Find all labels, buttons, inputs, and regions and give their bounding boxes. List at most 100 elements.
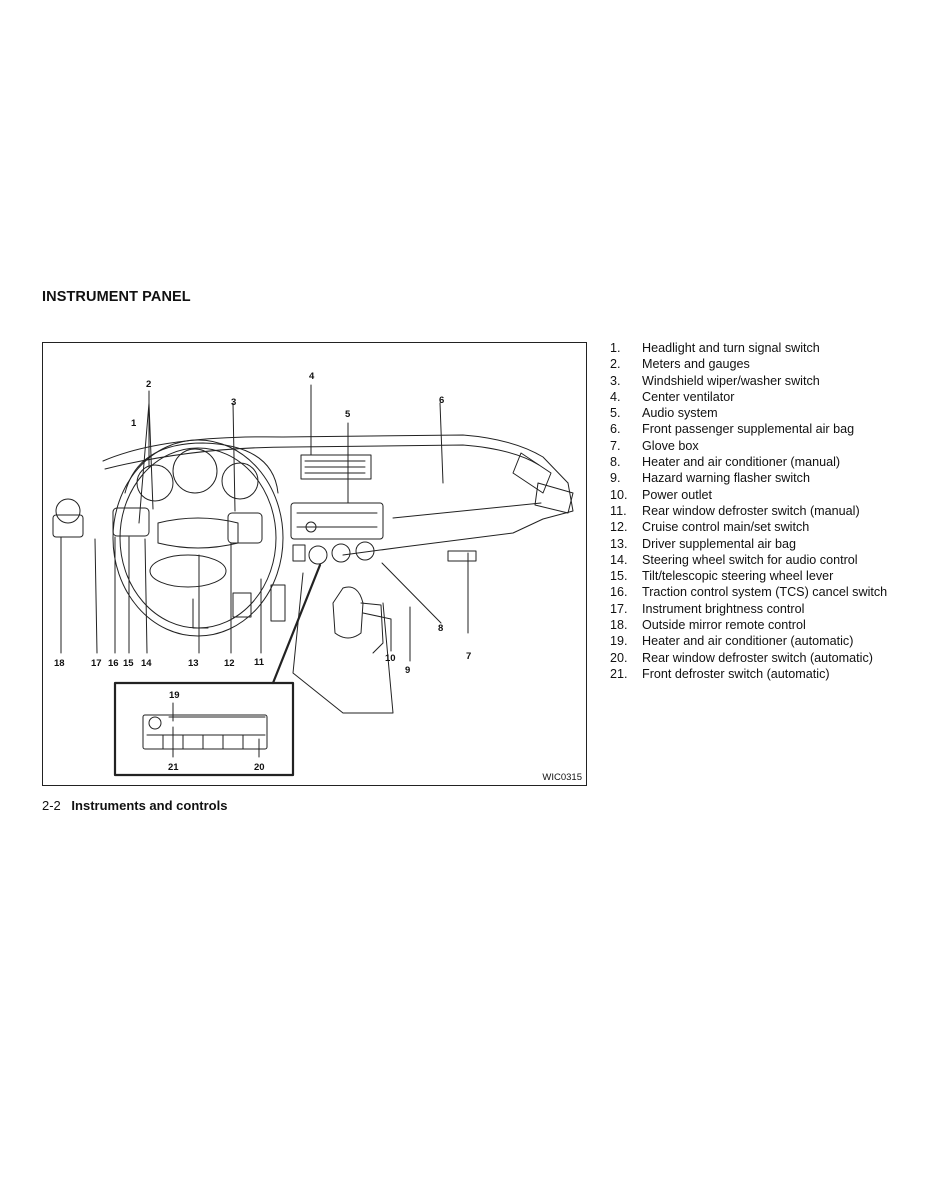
legend-item: 6.Front passenger supplemental air bag xyxy=(610,421,900,437)
steering-wheel-outer xyxy=(112,439,284,637)
legend-item: 15. Tilt/telescopic steering wheel lever xyxy=(610,568,900,584)
column xyxy=(192,598,209,629)
callout-17: 17 xyxy=(91,658,102,669)
legend-text: Cruise control main/set switch xyxy=(642,520,810,535)
legend-item: 13. Driver supplemental air bag xyxy=(610,536,900,552)
legend-text: Rear window defroster switch (automatic) xyxy=(642,650,873,665)
console-panel xyxy=(270,584,286,622)
legend-item: 11. Rear window defroster switch (manual) xyxy=(610,503,900,519)
legend-text: Instrument brightness control xyxy=(642,601,805,616)
callout-14: 14 xyxy=(141,658,152,669)
dashboard-right-edge xyxy=(342,482,574,556)
legend-number: 14. xyxy=(610,552,628,567)
right-vent xyxy=(534,482,574,514)
legend-text: Center ventilator xyxy=(642,389,735,404)
legend-number: 19. xyxy=(610,634,628,649)
legend-text: Driver supplemental air bag xyxy=(642,536,796,551)
meter-left xyxy=(136,464,174,502)
dashboard-top-line xyxy=(102,434,569,484)
meter-center xyxy=(172,448,218,494)
legend-text: Hazard warning flasher switch xyxy=(642,471,810,486)
legend-text: Traction control system (TCS) cancel swi… xyxy=(642,585,888,600)
legend-item: 17. Instrument brightness control xyxy=(610,601,900,617)
callout-10: 10 xyxy=(385,653,396,664)
shift-knob xyxy=(332,586,364,639)
legend-number: 4. xyxy=(610,389,621,404)
legend-item: 5.Audio system xyxy=(610,405,900,421)
page-footer: 2-2 Instruments and controls xyxy=(42,798,227,813)
legend-number: 1. xyxy=(610,341,621,355)
callout-16: 16 xyxy=(108,658,119,669)
legend-item: 16. Traction control system (TCS) cancel … xyxy=(610,584,900,600)
callout-5: 5 xyxy=(345,409,351,420)
legend-number: 21. xyxy=(610,666,628,681)
passenger-dash-line xyxy=(392,502,542,519)
footer-section-title: Instruments and controls xyxy=(71,798,228,813)
legend-number: 18. xyxy=(610,618,628,633)
legend-number: 2. xyxy=(610,357,621,372)
callout-18: 18 xyxy=(54,658,65,669)
legend-text: Steering wheel switch for audio control xyxy=(642,552,858,567)
legend-number: 12. xyxy=(610,520,628,535)
hvac-knob-3 xyxy=(355,541,375,561)
legend-number: 17. xyxy=(610,601,628,616)
legend-number: 5. xyxy=(610,406,621,421)
legend-text: Outside mirror remote control xyxy=(642,618,806,633)
legend-item: 2.Meters and gauges xyxy=(610,356,900,372)
legend-item: 12. Cruise control main/set switch xyxy=(610,519,900,535)
meter-hood xyxy=(124,442,279,494)
section-title: INSTRUMENT PANEL xyxy=(42,289,191,305)
legend-number: 11. xyxy=(610,503,627,518)
switch-cluster-left xyxy=(112,507,150,537)
legend-item: 8.Heater and air conditioner (manual) xyxy=(610,454,900,470)
legend-number: 9. xyxy=(610,471,621,486)
dashboard-top-inner xyxy=(104,444,540,470)
callout-8: 8 xyxy=(438,623,443,634)
legend-text: Windshield wiper/washer switch xyxy=(642,373,820,388)
callout-12: 12 xyxy=(224,658,235,669)
legend-item: 21.Front defroster switch (automatic) xyxy=(610,666,900,682)
legend-item: 19.Heater and air conditioner (automatic… xyxy=(610,633,900,649)
callout-4: 4 xyxy=(309,371,315,382)
callout-1: 1 xyxy=(131,418,137,429)
footer-page-number: 2-2 xyxy=(42,798,61,813)
callout-3: 3 xyxy=(231,397,236,408)
mirror-pod xyxy=(52,514,84,538)
legend-number: 16. xyxy=(610,585,628,600)
console-side xyxy=(360,602,384,654)
hazard-switch xyxy=(292,544,306,562)
right-vent-top xyxy=(512,452,552,494)
legend-item: 9. Hazard warning flasher switch xyxy=(610,470,900,486)
inset-box xyxy=(113,681,295,777)
legend-number: 3. xyxy=(610,373,621,388)
legend-number: 8. xyxy=(610,455,621,470)
legend-item: 3. Windshield wiper/washer switch xyxy=(610,373,900,389)
callout-20: 20 xyxy=(254,762,265,773)
instrument-panel-illustration: 2 1 3 4 5 6 7 8 9 10 11 12 13 14 15 16 1… xyxy=(52,371,574,777)
legend-text: Headlight and turn signal switch xyxy=(642,341,820,355)
callout-15: 15 xyxy=(123,658,134,669)
legend-item: 4. Center ventilator xyxy=(610,389,900,405)
airbag-pad xyxy=(149,554,227,588)
legend-text: Front passenger supplemental air bag xyxy=(642,422,855,437)
hvac-knob-2 xyxy=(331,543,351,563)
callout-11: 11 xyxy=(254,657,265,668)
legend-text: Rear window defroster switch (manual) xyxy=(642,503,860,518)
callout-6: 6 xyxy=(439,395,444,406)
legend-number: 10. xyxy=(610,487,628,502)
glove-box-handle xyxy=(447,550,477,562)
legend-number: 13. xyxy=(610,536,628,551)
callout-9: 9 xyxy=(405,665,410,676)
legend-item: 7. Glove box xyxy=(610,438,900,454)
center-console xyxy=(292,572,394,714)
legend-number: 7. xyxy=(610,438,621,453)
legend-text: Glove box xyxy=(642,438,699,453)
callout-13: 13 xyxy=(188,658,199,669)
legend-number: 15. xyxy=(610,569,628,584)
legend-text: Tilt/telescopic steering wheel lever xyxy=(642,569,834,584)
hvac-knob-1 xyxy=(308,545,328,565)
legend-item: 1. Headlight and turn signal switch xyxy=(610,340,900,356)
meter-right xyxy=(221,462,259,500)
switch-cluster-right xyxy=(227,512,263,544)
